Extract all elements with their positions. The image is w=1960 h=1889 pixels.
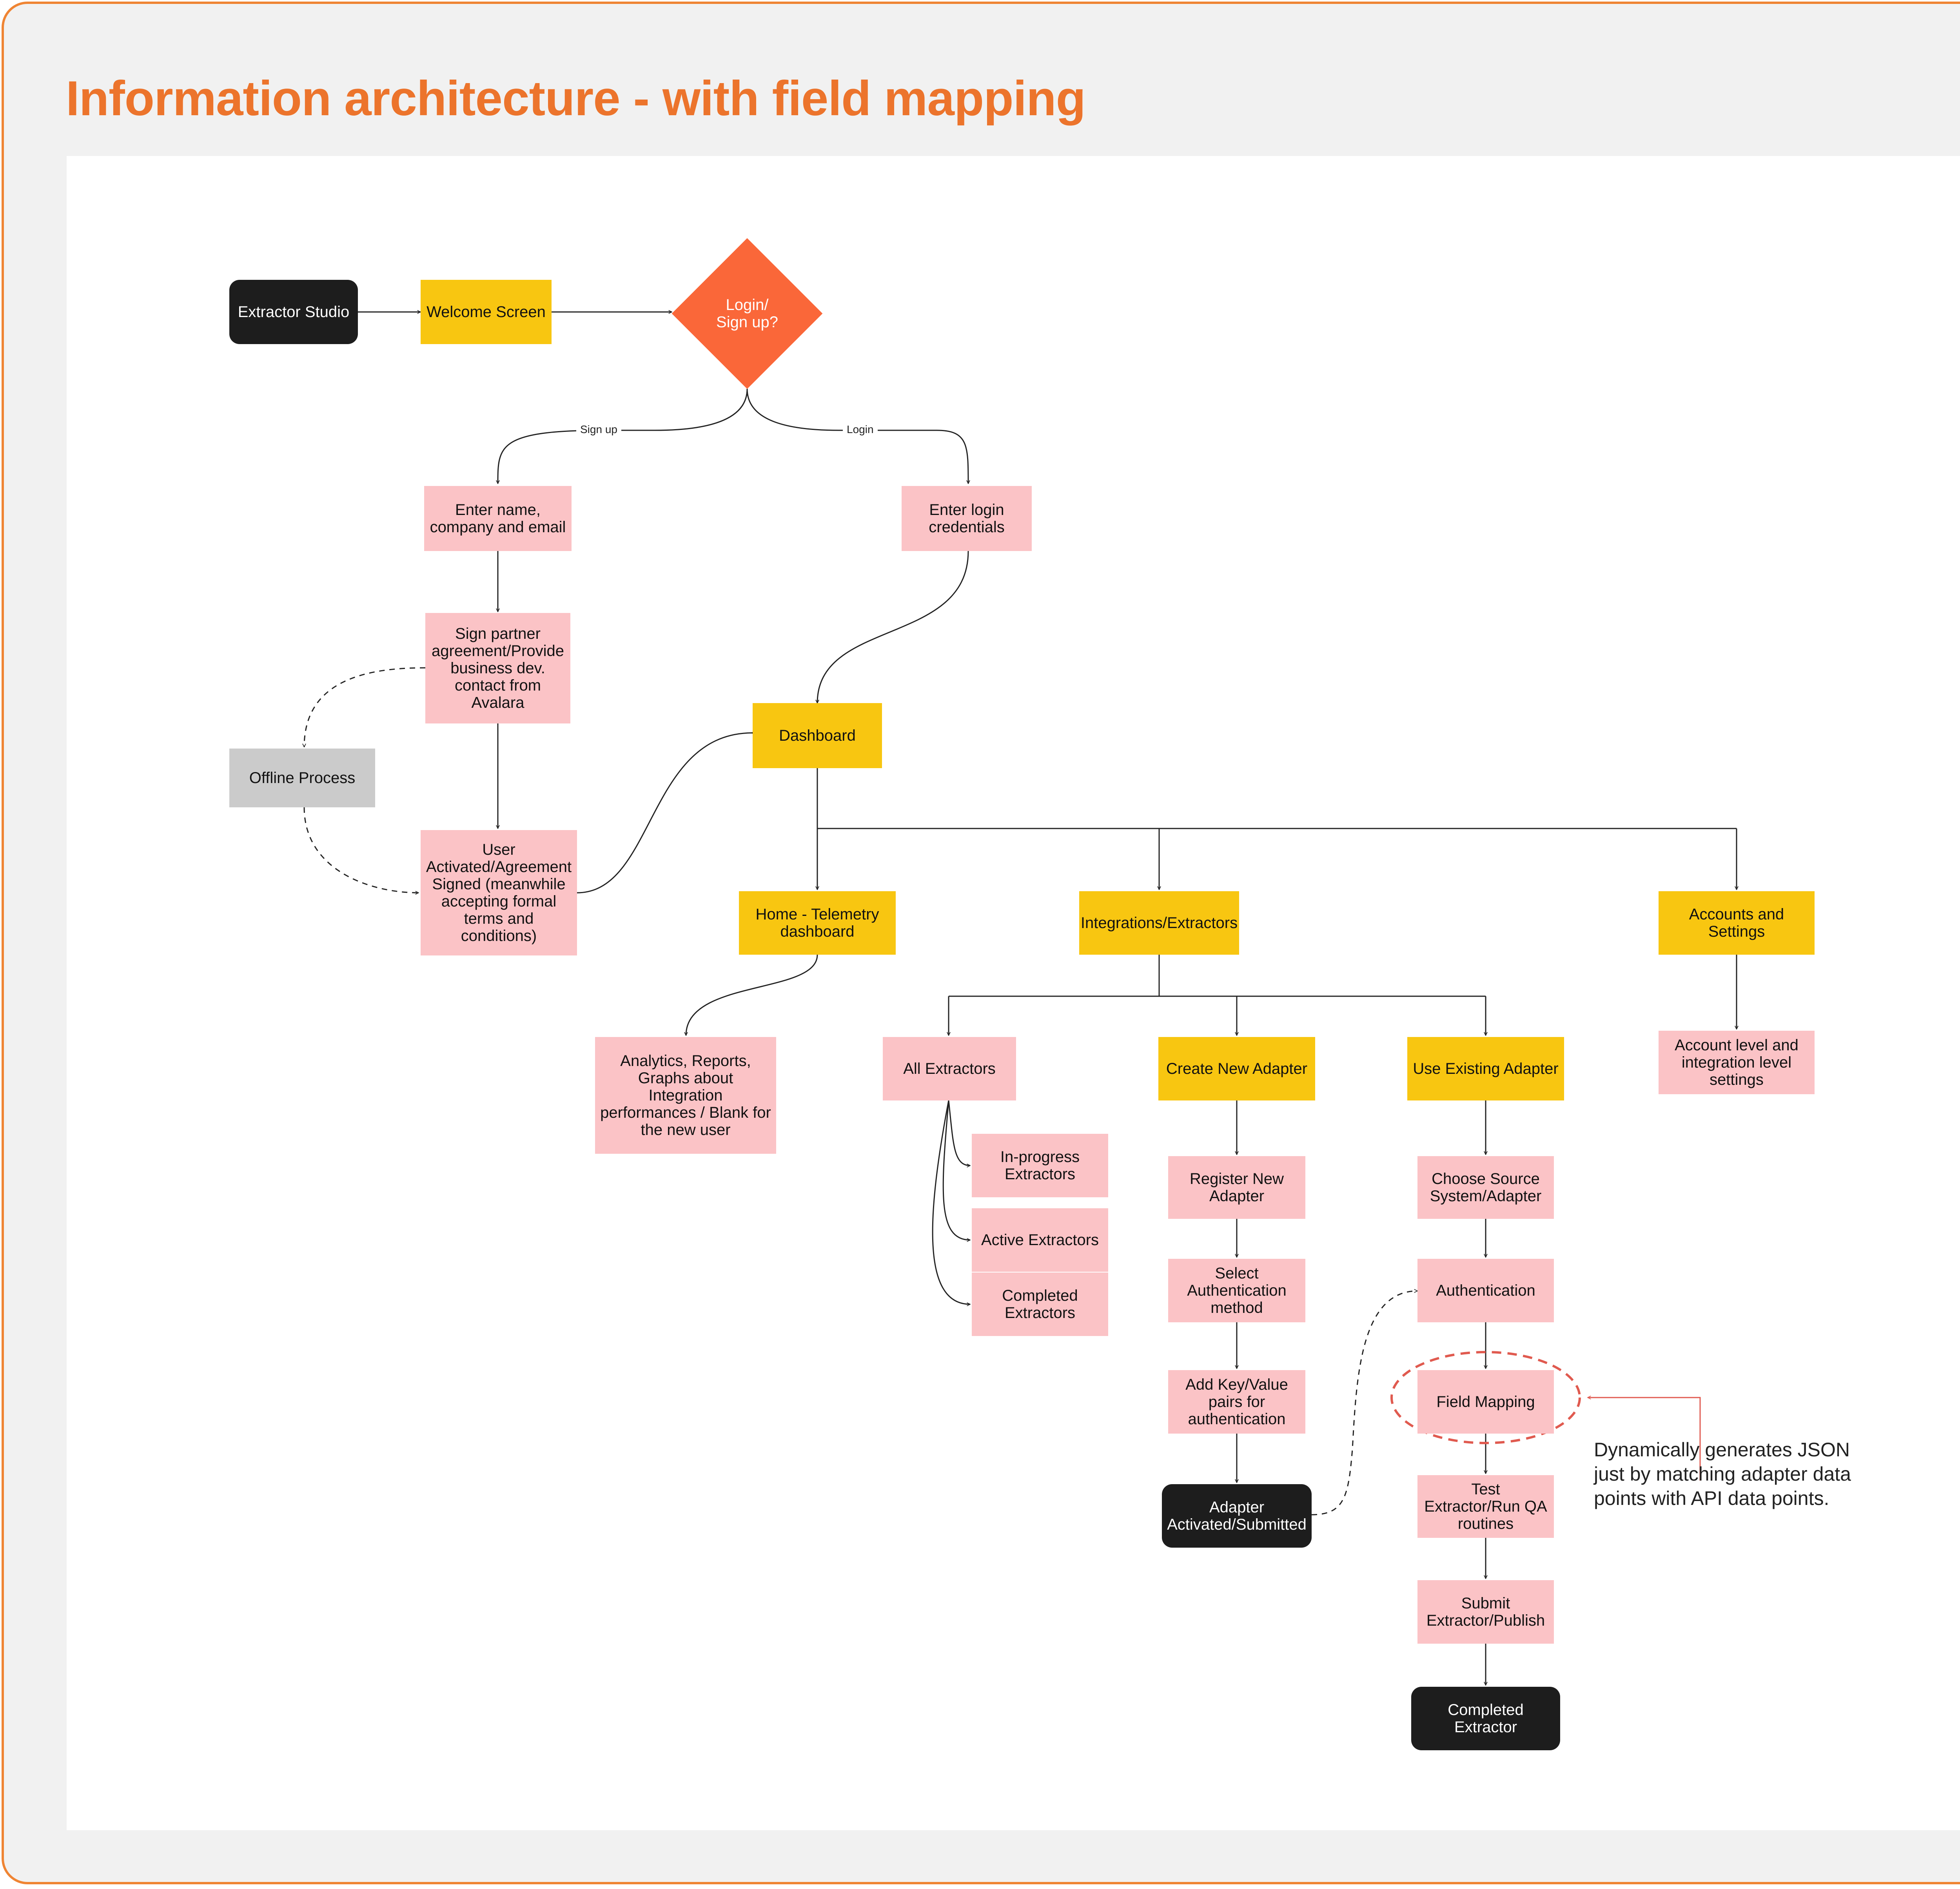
- node-welcome-screen[interactable]: Welcome Screen: [421, 280, 552, 344]
- edge-signpartner-offline: [304, 667, 426, 747]
- node-all-extractors[interactable]: All Extractors: [883, 1037, 1016, 1100]
- node-label: Enter name, company and email: [430, 501, 566, 536]
- edge-all-completed: [932, 1100, 970, 1304]
- node-offline-process[interactable]: Offline Process: [229, 749, 375, 807]
- node-label: Completed Extractors: [1002, 1287, 1078, 1322]
- annotation-pointer: [1588, 1398, 1701, 1481]
- node-label: Authentication: [1436, 1282, 1535, 1299]
- page-title: Information architecture - with field ma…: [66, 71, 1086, 126]
- node-dashboard[interactable]: Dashboard: [753, 703, 882, 768]
- node-register-new-adapter[interactable]: Register New Adapter: [1168, 1156, 1305, 1219]
- edge-offline-activated: [303, 807, 419, 893]
- node-authentication[interactable]: Authentication: [1417, 1259, 1554, 1322]
- node-label: Use Existing Adapter: [1413, 1060, 1559, 1077]
- node-analytics-reports[interactable]: Analytics, Reports, Graphs about Integra…: [595, 1037, 776, 1154]
- node-label: Register New Adapter: [1189, 1170, 1284, 1205]
- node-label: Select Authentication method: [1187, 1265, 1287, 1316]
- node-accounts-settings[interactable]: Accounts and Settings: [1659, 891, 1815, 955]
- node-add-key-value[interactable]: Add Key/Value pairs for authentication: [1168, 1370, 1305, 1434]
- field-mapping-highlight: [1390, 1351, 1581, 1444]
- edge-label-login: Login: [843, 423, 878, 436]
- node-login-signup-decision[interactable]: Login/ Sign up?: [671, 238, 823, 389]
- edge-home-analytics: [686, 954, 818, 1035]
- node-sign-partner[interactable]: Sign partner agreement/Provide business …: [425, 613, 570, 723]
- diagram-canvas: Extractor Studio Welcome Screen Login/ S…: [67, 156, 1960, 1830]
- node-label: Submit Extractor/Publish: [1426, 1595, 1545, 1629]
- node-label: Dashboard: [779, 727, 856, 744]
- node-extractor-studio[interactable]: Extractor Studio: [229, 280, 358, 344]
- node-label: Active Extractors: [981, 1231, 1099, 1249]
- node-label: Test Extractor/Run QA routines: [1424, 1481, 1547, 1532]
- node-label: Accounts and Settings: [1689, 906, 1784, 940]
- edge-login-dashboard: [817, 551, 969, 703]
- node-label: Offline Process: [249, 769, 356, 787]
- node-submit-extractor[interactable]: Submit Extractor/Publish: [1417, 1580, 1554, 1644]
- node-label: In-progress Extractors: [1000, 1148, 1080, 1183]
- node-enter-login[interactable]: Enter login credentials: [902, 486, 1032, 551]
- edge-all-inprogress: [948, 1100, 970, 1166]
- node-enter-name[interactable]: Enter name, company and email: [424, 486, 572, 551]
- node-inprogress-extractors[interactable]: In-progress Extractors: [972, 1134, 1108, 1197]
- node-label: Sign partner agreement/Provide business …: [432, 625, 564, 711]
- edge-adapter-auth: [1311, 1291, 1417, 1516]
- connector-layer: [67, 156, 1960, 1830]
- edge-label-sign-up: Sign up: [576, 423, 621, 436]
- node-label: Home - Telemetry dashboard: [755, 906, 879, 940]
- node-adapter-activated[interactable]: Adapter Activated/Submitted: [1162, 1484, 1312, 1548]
- node-integrations-extractors[interactable]: Integrations/Extractors: [1079, 891, 1239, 955]
- node-label: Account level and integration level sett…: [1675, 1037, 1798, 1088]
- node-label: Enter login credentials: [929, 501, 1005, 536]
- node-label: All Extractors: [903, 1060, 996, 1077]
- node-label: Welcome Screen: [426, 303, 546, 321]
- node-field-mapping[interactable]: Field Mapping: [1417, 1370, 1554, 1434]
- node-use-existing-adapter[interactable]: Use Existing Adapter: [1407, 1037, 1564, 1100]
- node-active-extractors[interactable]: Active Extractors: [972, 1208, 1108, 1272]
- node-select-auth-method[interactable]: Select Authentication method: [1168, 1259, 1305, 1322]
- node-completed-extractors[interactable]: Completed Extractors: [972, 1273, 1108, 1336]
- node-completed-extractor[interactable]: Completed Extractor: [1411, 1687, 1560, 1750]
- node-label: Extractor Studio: [238, 303, 350, 321]
- node-test-extractor[interactable]: Test Extractor/Run QA routines: [1417, 1475, 1554, 1538]
- node-account-level-settings[interactable]: Account level and integration level sett…: [1659, 1031, 1815, 1094]
- node-label: Create New Adapter: [1166, 1060, 1308, 1077]
- node-label: Add Key/Value pairs for authentication: [1185, 1376, 1288, 1428]
- node-choose-source[interactable]: Choose Source System/Adapter: [1417, 1156, 1554, 1219]
- node-label: Field Mapping: [1436, 1393, 1535, 1410]
- node-user-activated[interactable]: User Activated/Agreement Signed (meanwhi…: [421, 830, 577, 955]
- edge-login: [746, 388, 968, 484]
- node-home-telemetry[interactable]: Home - Telemetry dashboard: [739, 891, 896, 955]
- edge-signup: [498, 388, 748, 484]
- node-label: Adapter Activated/Submitted: [1167, 1499, 1307, 1533]
- node-label: Integrations/Extractors: [1080, 914, 1238, 932]
- edge-activated-dashboard: [577, 733, 753, 894]
- node-label: Completed Extractor: [1448, 1701, 1524, 1736]
- node-create-new-adapter[interactable]: Create New Adapter: [1158, 1037, 1315, 1100]
- node-label: User Activated/Agreement Signed (meanwhi…: [426, 841, 572, 944]
- node-label: Analytics, Reports, Graphs about Integra…: [600, 1052, 771, 1138]
- field-mapping-annotation: Dynamically generates JSON just by match…: [1594, 1439, 1851, 1509]
- edge-all-active: [942, 1100, 970, 1240]
- node-label: Choose Source System/Adapter: [1430, 1170, 1542, 1205]
- node-label: Login/ Sign up?: [716, 296, 778, 331]
